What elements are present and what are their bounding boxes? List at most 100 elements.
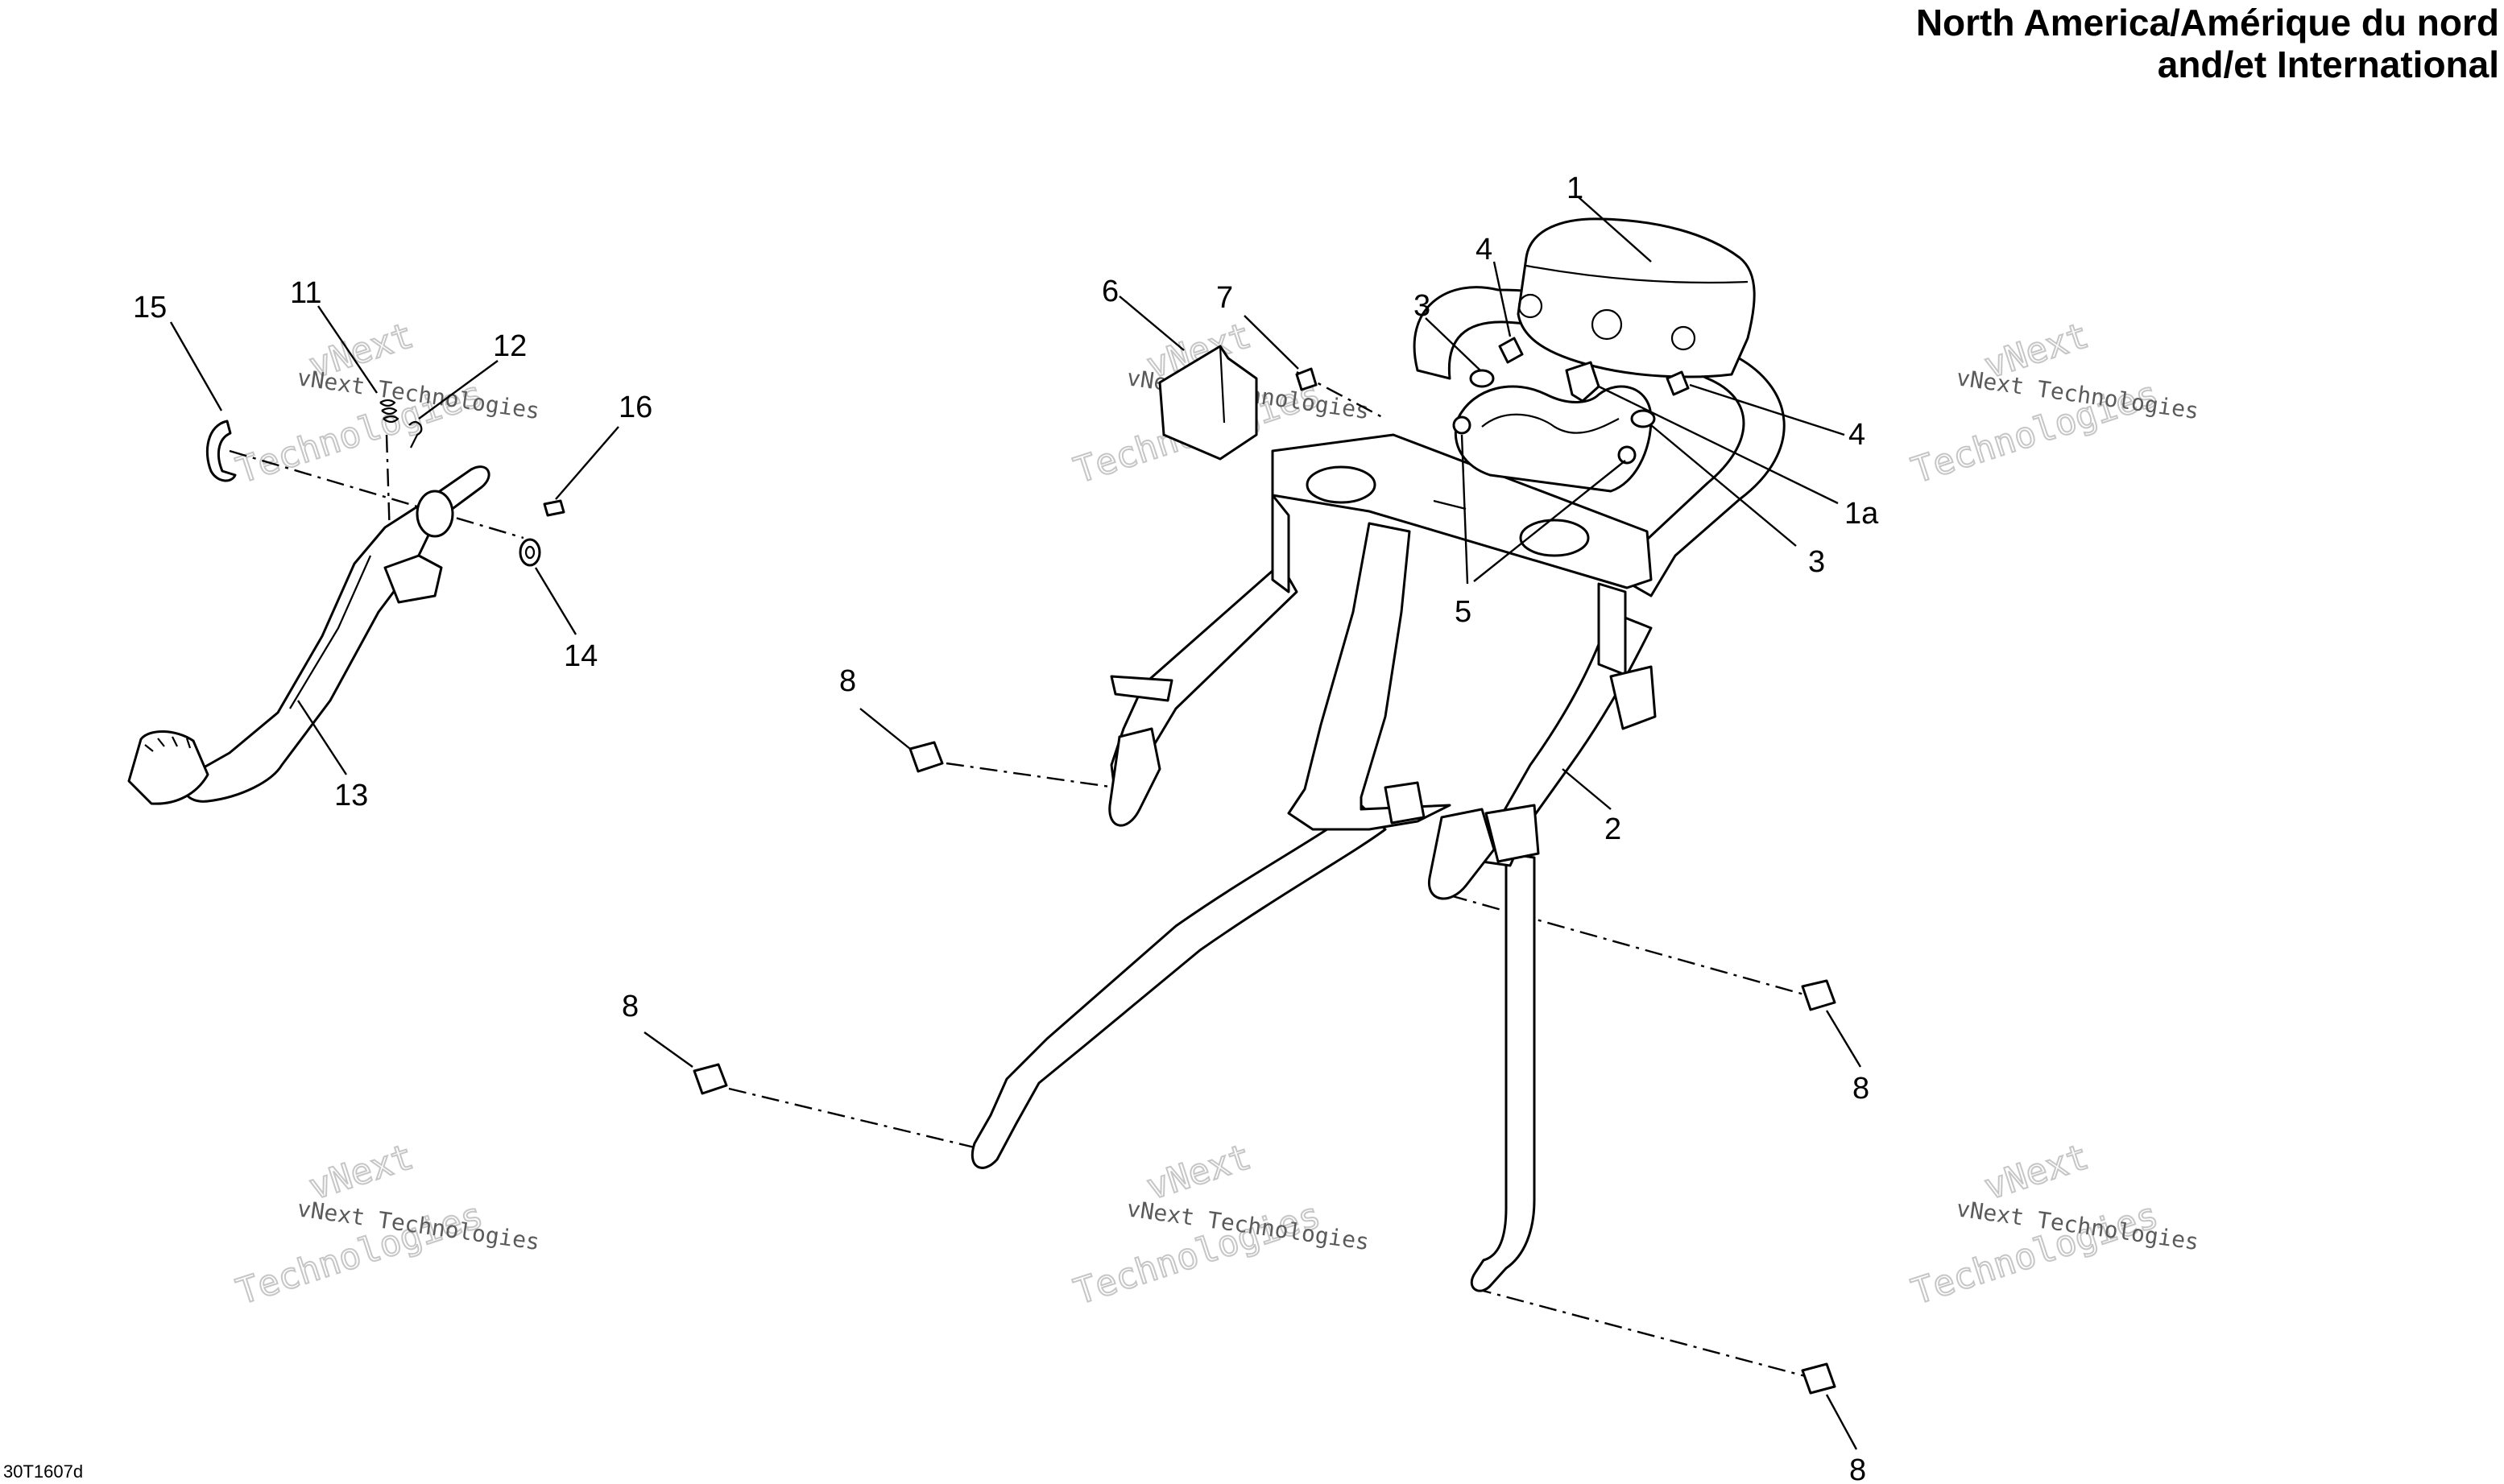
flange-bolt xyxy=(1801,1362,1836,1395)
nut xyxy=(1452,415,1471,435)
fastener-axis-line xyxy=(946,762,1116,789)
pivot-axis-line xyxy=(229,449,524,539)
lock-nut xyxy=(1469,369,1495,388)
washer xyxy=(519,538,541,567)
taillight-support-plate xyxy=(1454,385,1653,493)
taillight-socket xyxy=(1517,293,1543,319)
leader-line xyxy=(1244,315,1299,370)
retaining-clip xyxy=(205,420,237,482)
callout-5: 5 xyxy=(1455,595,1471,629)
svg-text:vNext: vNext xyxy=(1142,1136,1256,1208)
lock-nut xyxy=(1630,409,1656,428)
frame-left-tube xyxy=(971,804,1387,1169)
reflector xyxy=(1158,345,1258,461)
diagram-reference-code: 30T1607d xyxy=(3,1461,84,1482)
frame-upper-center-tube xyxy=(1287,522,1451,831)
leader-line xyxy=(1562,768,1612,810)
callout-11: 11 xyxy=(290,276,321,310)
callout-1a: 1a xyxy=(1844,497,1879,531)
rear-frame-assembly xyxy=(693,217,1836,1395)
flange-bolt xyxy=(693,1063,728,1095)
plate-inner-contour xyxy=(1481,413,1620,434)
mounting-stud xyxy=(1498,337,1524,364)
callout-13: 13 xyxy=(334,779,368,812)
taillight-bulb xyxy=(1565,361,1600,403)
svg-text:vNext: vNext xyxy=(1980,1136,2094,1208)
return-spring xyxy=(379,399,399,424)
washer-hole xyxy=(524,545,536,560)
leader-line xyxy=(296,700,348,775)
spring-bracket xyxy=(383,554,443,604)
callout-8-left-lower: 8 xyxy=(622,990,639,1023)
mounting-lug xyxy=(1484,804,1540,863)
leader-line xyxy=(1825,1010,1862,1068)
region-title: North America/Amérique du nord and/et In… xyxy=(1916,2,2499,85)
bracket-slot xyxy=(1433,499,1467,511)
callout-2: 2 xyxy=(1604,812,1621,846)
leader-line xyxy=(1425,317,1481,371)
callout-8-right-upper: 8 xyxy=(1852,1072,1869,1106)
callout-12: 12 xyxy=(493,329,527,363)
flange-bolt xyxy=(1801,979,1836,1011)
frame-right-tube xyxy=(1470,852,1536,1292)
callout-7: 7 xyxy=(1216,281,1233,315)
mounting-stud xyxy=(1666,370,1690,396)
bracket-cutout xyxy=(1306,465,1376,504)
pedal-lever-edge xyxy=(289,555,372,709)
watermark: Technologies vNext vNext Technologies xyxy=(1069,1135,1371,1313)
flange-bolt xyxy=(908,741,944,773)
callout-3-upper: 3 xyxy=(1413,289,1430,323)
taillight-socket xyxy=(1670,325,1696,351)
taillight-socket xyxy=(1591,308,1623,341)
frame-tab xyxy=(1110,675,1173,702)
callout-15: 15 xyxy=(133,291,167,324)
fastener-axis-line xyxy=(728,1087,975,1149)
svg-text:vNext: vNext xyxy=(304,1136,419,1208)
mounting-bracket-side xyxy=(1271,494,1290,593)
leader-line xyxy=(1578,196,1652,262)
frame-tab xyxy=(1384,781,1426,825)
callout-1: 1 xyxy=(1567,172,1583,205)
leader-line xyxy=(418,360,499,420)
callout-4-right: 4 xyxy=(1848,418,1865,452)
leader-line xyxy=(555,426,619,500)
callout-14: 14 xyxy=(564,639,598,673)
callout-4-upper: 4 xyxy=(1475,233,1492,267)
mounting-bracket-side xyxy=(1597,582,1627,676)
leader-line xyxy=(1650,424,1797,547)
nut xyxy=(1617,445,1637,465)
cotter-pin xyxy=(408,420,423,449)
leader-line xyxy=(644,1031,693,1068)
leader-line xyxy=(534,567,577,635)
callout-8-right-lower: 8 xyxy=(1849,1453,1866,1484)
leader-line xyxy=(859,708,911,750)
leader-line xyxy=(1825,1394,1858,1450)
callout-16: 16 xyxy=(619,391,652,424)
watermark: Technologies vNext vNext Technologies xyxy=(231,1135,541,1313)
callout-8-left-upper: 8 xyxy=(839,664,856,698)
taillight-lens xyxy=(1517,217,1756,378)
leader-line xyxy=(1689,383,1845,436)
region-title-line2: and/et International xyxy=(2157,43,2499,85)
reflector-fold xyxy=(1219,345,1226,424)
callouts: 15 11 12 16 14 13 6 7 1 4 3 4 1a 3 5 2 8 xyxy=(133,172,1879,1484)
leader-line xyxy=(1119,296,1185,351)
callout-3-lower: 3 xyxy=(1808,545,1825,579)
leader-line xyxy=(1598,385,1839,505)
watermark: Technologies vNext vNext Technologies xyxy=(1906,314,2200,492)
pivot-pin xyxy=(543,499,565,517)
taillight-lens-edge xyxy=(1525,264,1749,284)
mounting-lug xyxy=(1428,808,1496,900)
fastener-axis-line xyxy=(1449,894,1805,996)
pedal-foot-pad xyxy=(127,730,209,805)
frame-upper-right-tube xyxy=(1480,610,1653,867)
leader-line xyxy=(1492,261,1512,337)
pedal-pivot-boss xyxy=(416,490,454,538)
watermark-group: Technologies vNext vNext Technologies Te… xyxy=(231,314,2200,1313)
watermark: Technologies vNext vNext Technologies xyxy=(1906,1135,2200,1313)
frame-tab xyxy=(1609,665,1657,730)
reflector-screw xyxy=(1295,367,1318,391)
callout-6: 6 xyxy=(1102,275,1119,308)
leader-line xyxy=(169,321,223,411)
